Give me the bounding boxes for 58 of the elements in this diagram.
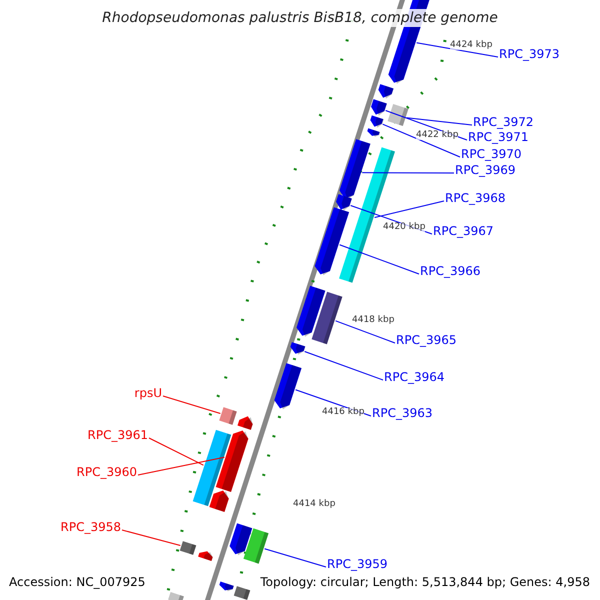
gene-label: rpsU: [134, 387, 162, 399]
leader-line: [339, 244, 420, 274]
gene-feature: [198, 551, 213, 562]
gene-feature: [370, 115, 384, 128]
gene-feature: [336, 194, 352, 211]
leader-line: [264, 548, 326, 568]
scale-label: 4416 kbp: [322, 408, 364, 417]
leader-line: [304, 350, 384, 380]
gene-label: RPC_3959: [327, 558, 388, 570]
gene-feature: [230, 523, 252, 556]
accession-text: Accession: NC_007925: [9, 576, 146, 588]
gene-feature: [378, 84, 394, 99]
gene-feature: [339, 139, 370, 200]
gene-label: RPC_3965: [396, 334, 456, 346]
scale-label: 4424 kbp: [450, 41, 492, 50]
gene-label: RPC_3958: [60, 521, 121, 533]
leader-line: [374, 200, 444, 218]
gene-feature: [371, 99, 387, 116]
gene-block: [234, 586, 250, 600]
scale-label: 4422 kbp: [416, 131, 458, 140]
scale-label: 4418 kbp: [352, 316, 394, 325]
gene-feature: [296, 286, 326, 337]
leader-line: [362, 172, 454, 174]
gene-feature: [216, 430, 248, 492]
leader-line: [162, 396, 221, 414]
gene-block: [388, 104, 408, 126]
gene-label: RPC_3970: [461, 148, 522, 160]
gene-block: [168, 592, 184, 600]
gene-label: RPC_3973: [499, 48, 560, 60]
leader-line: [148, 438, 204, 466]
gene-label: RPC_3967: [433, 225, 494, 237]
leader-line: [416, 42, 498, 58]
gene-feature: [238, 416, 253, 430]
gene-feature: [219, 582, 234, 592]
gene-label: RPC_3966: [420, 265, 480, 277]
gene-label: RPC_3971: [468, 131, 528, 143]
gene-feature: [274, 363, 302, 410]
gene-feature: [290, 342, 306, 355]
gene-label: RPC_3969: [455, 164, 516, 176]
scale-label: 4414 kbp: [293, 500, 336, 509]
gene-feature: [367, 128, 380, 137]
gene-label: RPC_3963: [372, 407, 432, 419]
gene-block: [219, 407, 237, 425]
gene-feature: [314, 207, 350, 276]
gene-block: [180, 541, 196, 555]
leader-line: [138, 456, 225, 476]
gene-label: RPC_3960: [76, 466, 137, 478]
gene-label: RPC_3972: [473, 116, 534, 128]
gene-label: RPC_3961: [88, 429, 148, 441]
scale-label: 4420 kbp: [383, 223, 426, 232]
leader-line: [122, 530, 181, 546]
leader-line: [335, 320, 396, 344]
leader-line: [382, 124, 460, 158]
genome-info-text: Topology: circular; Length: 5,513,844 bp; Genes: 4,958: [260, 576, 590, 588]
gene-label: RPC_3968: [445, 192, 506, 204]
leader-line: [406, 117, 472, 126]
gene-feature: [209, 490, 229, 512]
gene-label: RPC_3964: [384, 371, 444, 383]
